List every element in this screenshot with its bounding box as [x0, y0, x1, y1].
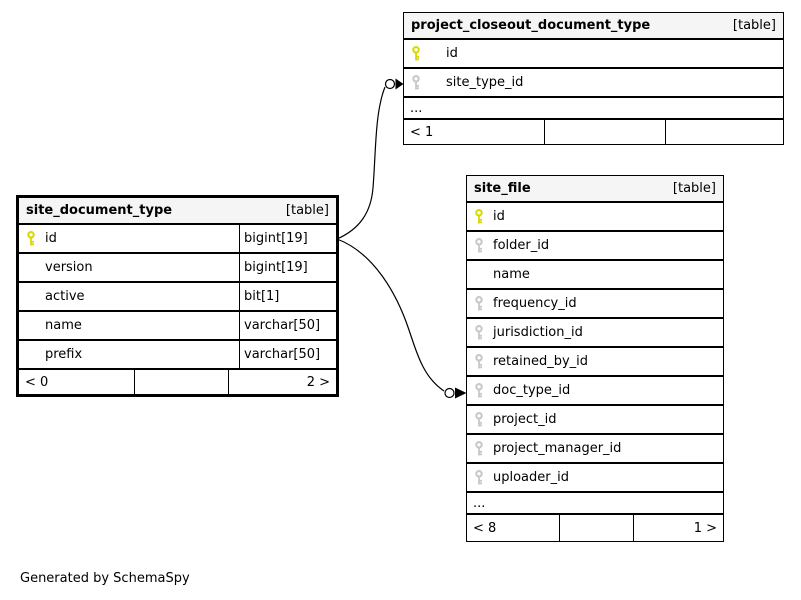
primary-key-icon [474, 208, 485, 225]
column-type: varchar[50] [239, 312, 336, 339]
column-name: name [45, 318, 82, 333]
column-type: bit[1] [239, 283, 336, 310]
table-footer: < 0 2 > [19, 370, 336, 394]
column-name: prefix [45, 347, 83, 362]
table-row: project_manager_id [467, 435, 723, 464]
table-row: frequency_id [467, 290, 723, 319]
table-site-file[interactable]: site_file [table] id folder_id name freq… [466, 175, 724, 542]
no-key-icon [26, 289, 37, 305]
table-row: site_type_id [404, 69, 783, 98]
foreign-key-icon [474, 237, 485, 254]
column-name: active [45, 289, 85, 304]
footer-spacer [559, 515, 634, 541]
no-key-icon [26, 260, 37, 276]
table-type-badge: [table] [285, 203, 329, 218]
no-key-icon [26, 347, 37, 363]
column-name: site_type_id [446, 75, 524, 90]
table-row: doc_type_id [467, 377, 723, 406]
footer-spacer [134, 370, 229, 394]
column-name: version [45, 260, 93, 275]
table-site-document-type[interactable]: site_document_type [table] id bigint[19]… [16, 195, 339, 397]
relationship-line-to-project-closeout [336, 86, 386, 240]
primary-key-icon [411, 45, 422, 62]
column-name: project_id [493, 412, 557, 427]
column-type: bigint[19] [239, 225, 336, 252]
table-row: folder_id [467, 232, 723, 261]
table-row: prefix varchar[50] [19, 341, 336, 370]
parent-count: < 0 [25, 374, 49, 390]
column-name: retained_by_id [493, 354, 589, 369]
table-name[interactable]: project_closeout_document_type [411, 18, 651, 33]
foreign-key-icon [474, 440, 485, 457]
parent-count: < 8 [473, 520, 497, 536]
table-row: active bit[1] [19, 283, 336, 312]
table-row: name [467, 261, 723, 290]
column-name: folder_id [493, 238, 550, 253]
truncated-columns-indicator: ... [467, 493, 723, 515]
column-name: project_manager_id [493, 441, 622, 456]
table-header[interactable]: site_document_type [table] [19, 198, 336, 225]
foreign-key-icon [474, 382, 485, 399]
table-row: name varchar[50] [19, 312, 336, 341]
table-row: version bigint[19] [19, 254, 336, 283]
foreign-key-icon [411, 74, 422, 91]
generator-note: Generated by SchemaSpy [20, 571, 190, 586]
table-row: id bigint[19] [19, 225, 336, 254]
table-name[interactable]: site_file [474, 181, 531, 196]
column-name: id [446, 46, 458, 61]
column-name: id [45, 231, 57, 246]
no-key-icon [474, 267, 485, 283]
table-row: uploader_id [467, 464, 723, 493]
parent-count: < 1 [410, 124, 434, 140]
table-row: project_id [467, 406, 723, 435]
child-count: 2 > [306, 374, 330, 390]
column-name: id [493, 209, 505, 224]
column-name: frequency_id [493, 296, 577, 311]
table-row: jurisdiction_id [467, 319, 723, 348]
table-type-badge: [table] [672, 181, 716, 196]
column-name: doc_type_id [493, 383, 571, 398]
table-project-closeout-document-type[interactable]: project_closeout_document_type [table] i… [403, 12, 784, 145]
foreign-key-icon [474, 469, 485, 486]
arrowhead-icon [455, 387, 467, 399]
primary-key-icon [26, 230, 37, 247]
column-name: name [493, 267, 530, 282]
zero-or-many-circle-icon [384, 78, 396, 90]
table-row: id [467, 203, 723, 232]
table-header[interactable]: site_file [table] [467, 176, 723, 203]
column-type: bigint[19] [239, 254, 336, 281]
no-key-icon [26, 318, 37, 334]
column-name: uploader_id [493, 470, 569, 485]
foreign-key-icon [474, 411, 485, 428]
footer-spacer [544, 120, 666, 144]
foreign-key-icon [474, 353, 485, 370]
foreign-key-icon [474, 324, 485, 341]
foreign-key-icon [474, 295, 485, 312]
table-header[interactable]: project_closeout_document_type [table] [404, 13, 783, 40]
zero-or-many-circle-icon [444, 387, 455, 399]
truncated-columns-indicator: ... [404, 98, 783, 120]
table-row: retained_by_id [467, 348, 723, 377]
table-type-badge: [table] [732, 18, 776, 33]
column-name: jurisdiction_id [493, 325, 583, 340]
child-count: 1 > [693, 520, 717, 536]
column-type: varchar[50] [239, 341, 336, 368]
table-footer: < 1 [404, 120, 783, 144]
table-name[interactable]: site_document_type [26, 203, 173, 218]
child-count [666, 120, 783, 144]
table-row: id [404, 40, 783, 69]
relationship-line-to-site-file [336, 238, 445, 392]
table-footer: < 8 1 > [467, 515, 723, 541]
